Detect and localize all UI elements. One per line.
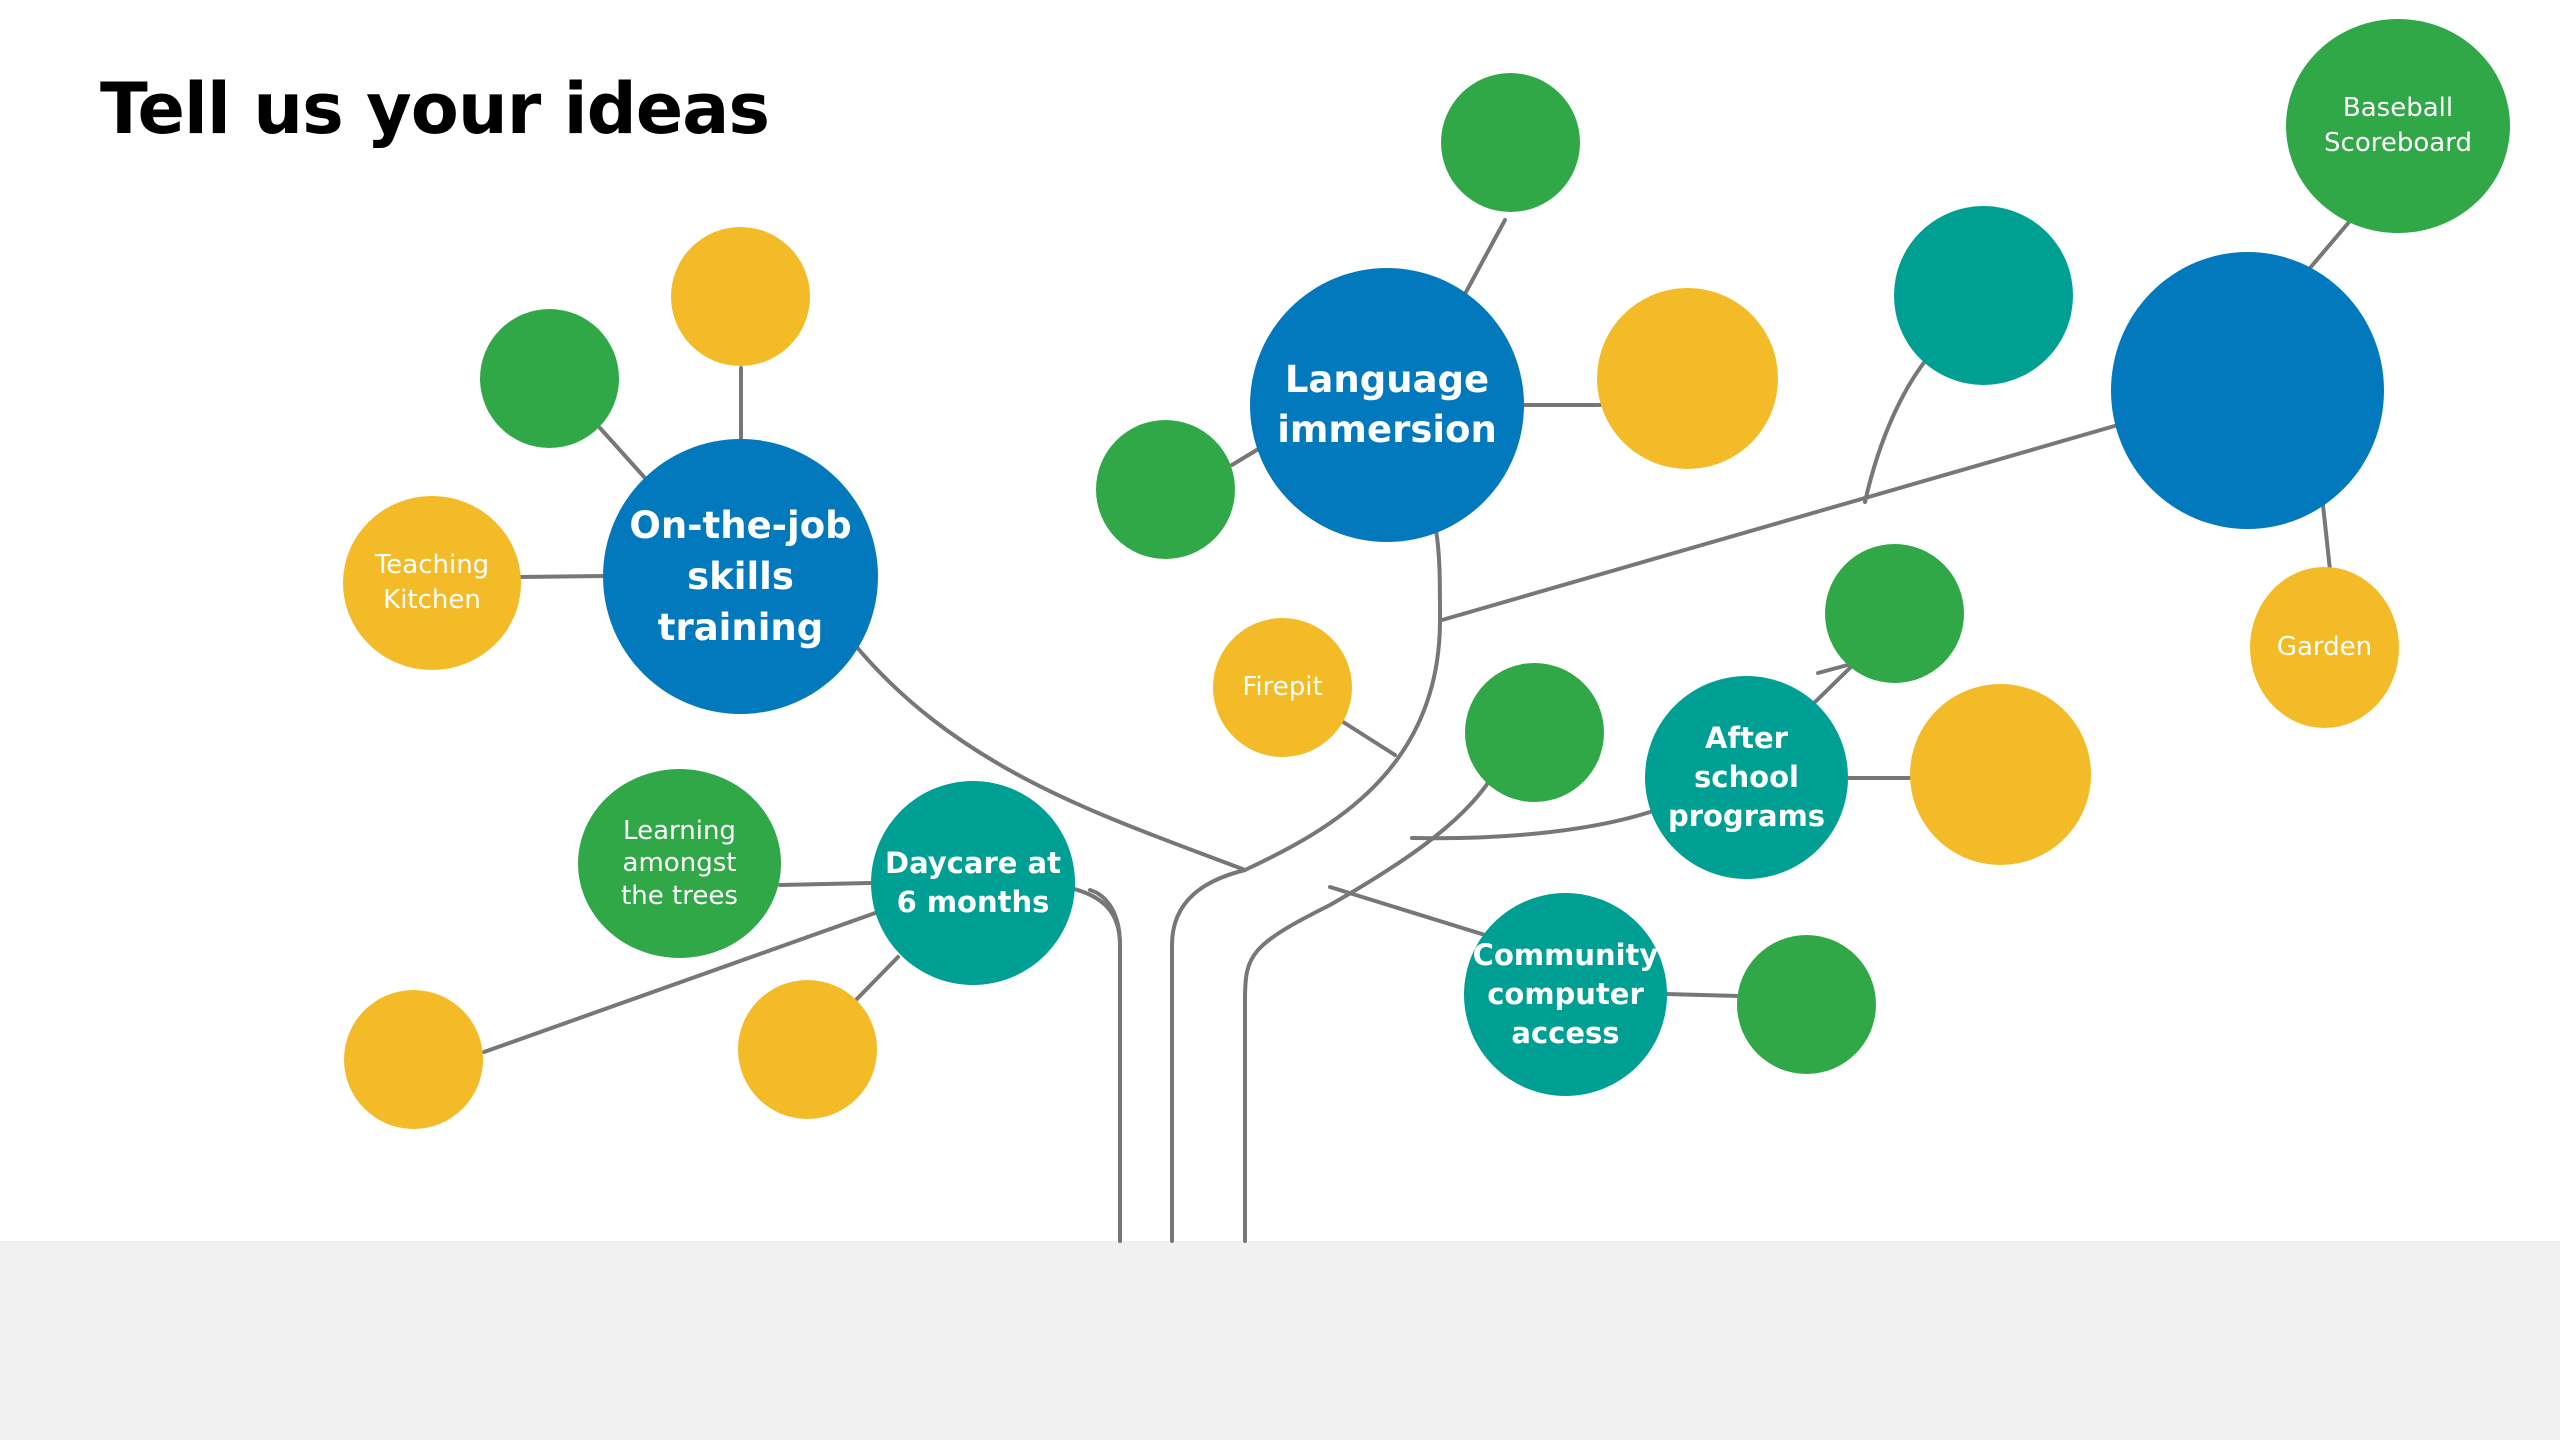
circle-yellow-after-right bbox=[1910, 684, 2091, 865]
circle-yellow-otj-top bbox=[671, 227, 810, 366]
idea-label: Firepit bbox=[1242, 671, 1323, 702]
trunk-right bbox=[1243, 778, 1492, 1243]
idea-label: Language immersion bbox=[1277, 358, 1497, 451]
idea-baseball-scoreboard: Baseball Scoreboard bbox=[2286, 19, 2510, 233]
circle-green-top-center bbox=[1441, 73, 1580, 212]
branch-baseball bbox=[2308, 213, 2357, 270]
idea-label: Garden bbox=[2276, 631, 2373, 662]
circle-green-left-language bbox=[1096, 420, 1235, 559]
idea-label: Community computer access bbox=[1472, 937, 1659, 1051]
branch-after-school bbox=[1410, 810, 1652, 841]
slide-title: Tell us your ideas bbox=[100, 68, 770, 150]
branch-language bbox=[1434, 528, 1442, 622]
branch-otj-kitchen bbox=[518, 574, 606, 579]
branch-lang-green-left bbox=[1230, 446, 1262, 467]
branch-daycare-yellow-far bbox=[482, 910, 880, 1054]
idea-community-computer-access: Community computer access bbox=[1464, 893, 1667, 1096]
idea-label: On-the-job skills training bbox=[629, 503, 852, 650]
trunk-middle bbox=[1170, 618, 1442, 1243]
circle-teal-upper-right bbox=[1894, 206, 2073, 385]
idea-label: Baseball Scoreboard bbox=[2324, 92, 2472, 158]
circle-yellow-bottom-left bbox=[344, 990, 483, 1129]
branch-teal-top bbox=[1863, 353, 1932, 504]
branch-right-blue bbox=[1440, 423, 2120, 622]
idea-label: After school programs bbox=[1667, 720, 1826, 834]
branch-firepit bbox=[1338, 718, 1397, 757]
idea-garden: Garden bbox=[2250, 567, 2399, 728]
branch-otj-green bbox=[598, 426, 647, 480]
idea-firepit: Firepit bbox=[1213, 618, 1352, 757]
idea-label: Learning amongst the trees bbox=[621, 815, 738, 911]
idea-learning-amongst-the-trees: Learning amongst the trees bbox=[578, 769, 781, 958]
branch-community-green bbox=[1664, 992, 1740, 998]
footer-band bbox=[0, 1241, 2560, 1440]
trunk-left bbox=[1088, 888, 1122, 1243]
idea-language-immersion: Language immersion bbox=[1250, 268, 1524, 542]
idea-daycare-at-6-months: Daycare at 6 months bbox=[871, 781, 1075, 985]
idea-teaching-kitchen: Teaching Kitchen bbox=[343, 496, 521, 670]
circle-green-community bbox=[1737, 935, 1876, 1074]
idea-label: Teaching Kitchen bbox=[374, 549, 490, 615]
circle-green-mid bbox=[1465, 663, 1604, 802]
circle-green-otj bbox=[480, 309, 619, 448]
circle-blue-right bbox=[2111, 252, 2384, 529]
branch-daycare-learning bbox=[778, 881, 872, 887]
circle-yellow-bottom-daycare bbox=[738, 980, 877, 1119]
circle-green-after-top bbox=[1825, 544, 1964, 683]
branch-daycare-yellow-near bbox=[852, 955, 900, 1004]
branch-onthejob bbox=[853, 643, 1247, 872]
branch-daycare-right bbox=[1068, 886, 1122, 947]
branch-lang-green-top bbox=[1464, 218, 1507, 294]
branch-community bbox=[1328, 885, 1487, 937]
circle-yellow-right-language bbox=[1597, 288, 1778, 469]
branch-after-green-top bbox=[1810, 661, 1857, 707]
idea-on-the-job-skills-training: On-the-job skills training bbox=[603, 439, 878, 714]
idea-after-school-programs: After school programs bbox=[1645, 676, 1848, 879]
idea-label: Daycare at 6 months bbox=[885, 845, 1061, 919]
branch-garden bbox=[2321, 503, 2332, 572]
